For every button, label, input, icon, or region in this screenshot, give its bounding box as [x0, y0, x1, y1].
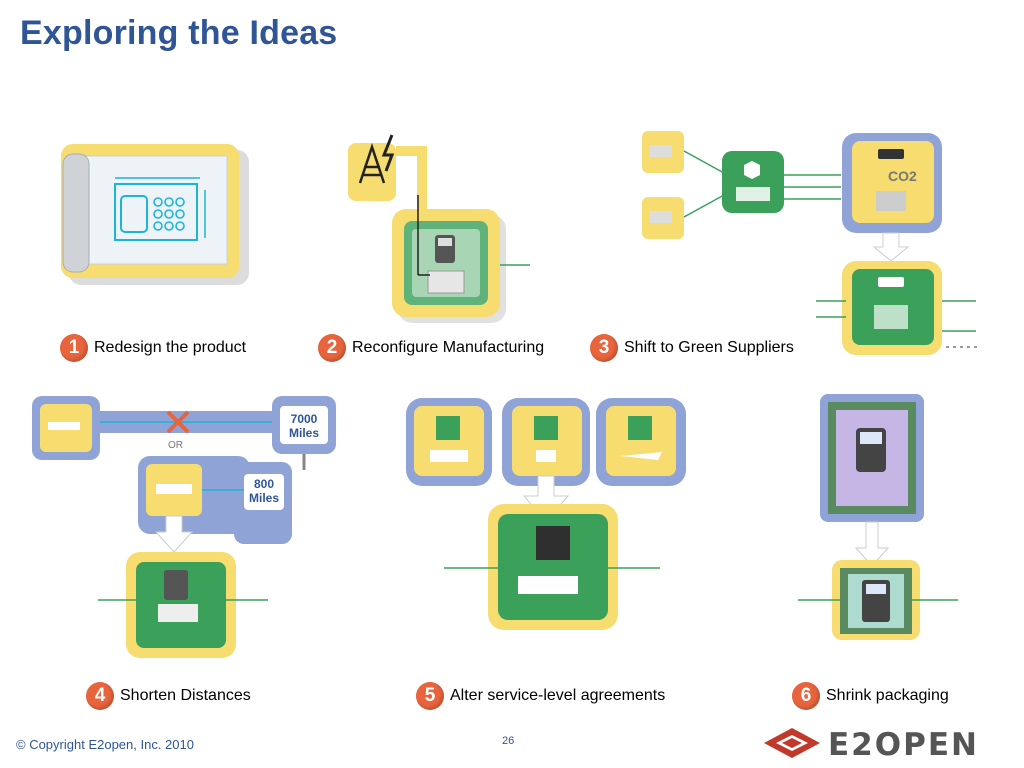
- manufacturing-illustration: [348, 134, 530, 323]
- idea-caption-1: 1 Redesign the product: [60, 334, 246, 362]
- or-label-4: OR: [168, 440, 183, 451]
- green-suppliers-illustration: CO2: [642, 131, 981, 355]
- copyright-text: © Copyright E2open, Inc. 2010: [16, 737, 194, 752]
- idea-label: Shift to Green Suppliers: [624, 339, 794, 356]
- blueprint-illustration: [61, 144, 249, 285]
- idea-label: Alter service-level agreements: [450, 687, 666, 704]
- number-badge: 3: [590, 334, 618, 362]
- shorten-distances-illustration: OR 7000 Miles 800 Miles: [32, 396, 336, 658]
- number-badge: 6: [792, 682, 820, 710]
- number-badge: 1: [60, 334, 88, 362]
- idea-label: Reconfigure Manufacturing: [352, 339, 545, 356]
- number-badge: 4: [86, 682, 114, 710]
- packaging-illustration: [798, 394, 958, 640]
- number-badge: 5: [416, 682, 444, 710]
- service-level-illustration: OR OR: [406, 398, 686, 630]
- idea-label: Shrink packaging: [826, 687, 949, 704]
- miles-far-number: 7000: [291, 412, 318, 426]
- number-badge: 2: [318, 334, 346, 362]
- idea-caption-2: 2 Reconfigure Manufacturing: [318, 334, 544, 362]
- idea-label: Shorten Distances: [120, 687, 251, 704]
- idea-caption-5: 5 Alter service-level agreements: [416, 682, 665, 710]
- page-number: 26: [502, 735, 515, 747]
- idea-caption-3: 3 Shift to Green Suppliers: [590, 334, 794, 362]
- svg-text:E2OPEN: E2OPEN: [828, 727, 979, 763]
- page-title: Exploring the Ideas: [20, 14, 338, 52]
- co2-label: CO2: [888, 168, 917, 184]
- miles-far-unit: Miles: [289, 426, 319, 440]
- idea-caption-4: 4 Shorten Distances: [86, 682, 251, 710]
- e2open-logo: E2OPEN: [764, 727, 979, 763]
- miles-near-number: 800: [254, 477, 274, 491]
- miles-near-unit: Miles: [249, 491, 279, 505]
- idea-label: Redesign the product: [94, 339, 247, 356]
- idea-caption-6: 6 Shrink packaging: [792, 682, 949, 710]
